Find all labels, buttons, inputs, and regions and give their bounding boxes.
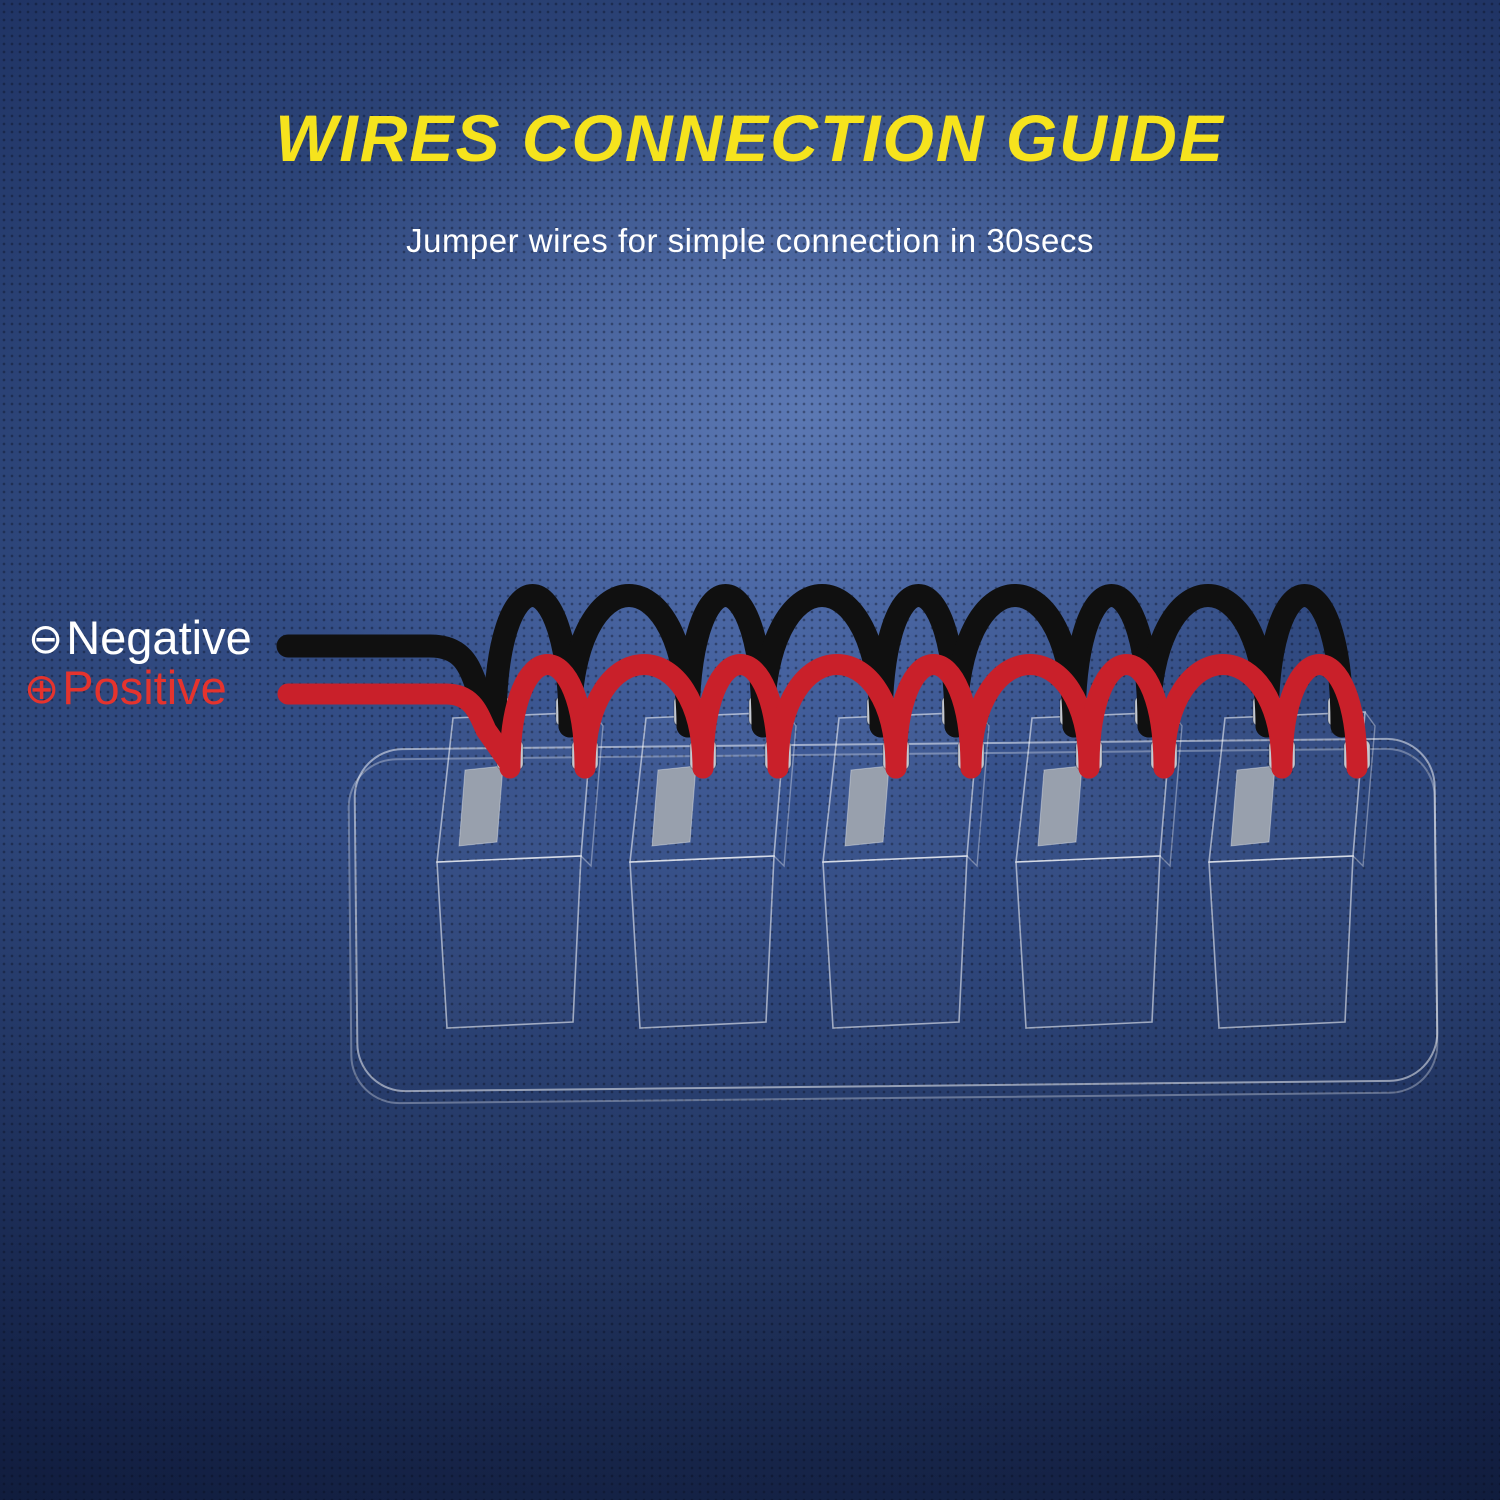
rocker-actuator [1037,765,1083,847]
switch-front-face [822,855,968,1029]
negative-label: Negative [66,611,252,664]
minus-circle-icon: ⊖ [28,613,64,663]
switch-front-face [629,855,775,1029]
rocker-actuator [651,765,697,847]
positive-jumper-wire [1271,654,1368,779]
switch-front-face [436,855,582,1029]
switch-front-face [1015,855,1161,1029]
rocker-actuator [458,765,504,847]
negative-lead-wire [276,634,507,734]
rocker-actuator [1230,765,1276,847]
switch-side-edge [1352,711,1376,868]
rocker-actuator [844,765,890,847]
positive-jumper-wires [277,654,1368,779]
page-title: WIRES CONNECTION GUIDE [275,101,1225,175]
positive-lead-wire [277,683,521,775]
legend-negative: ⊖ Negative [28,614,252,661]
positive-label: Positive [62,661,227,714]
switch-front-face [1208,855,1354,1029]
legend-positive: ⊕ Positive [24,664,227,711]
plus-circle-icon: ⊕ [24,663,60,713]
subtitle: Jumper wires for simple connection in 30… [406,222,1094,259]
